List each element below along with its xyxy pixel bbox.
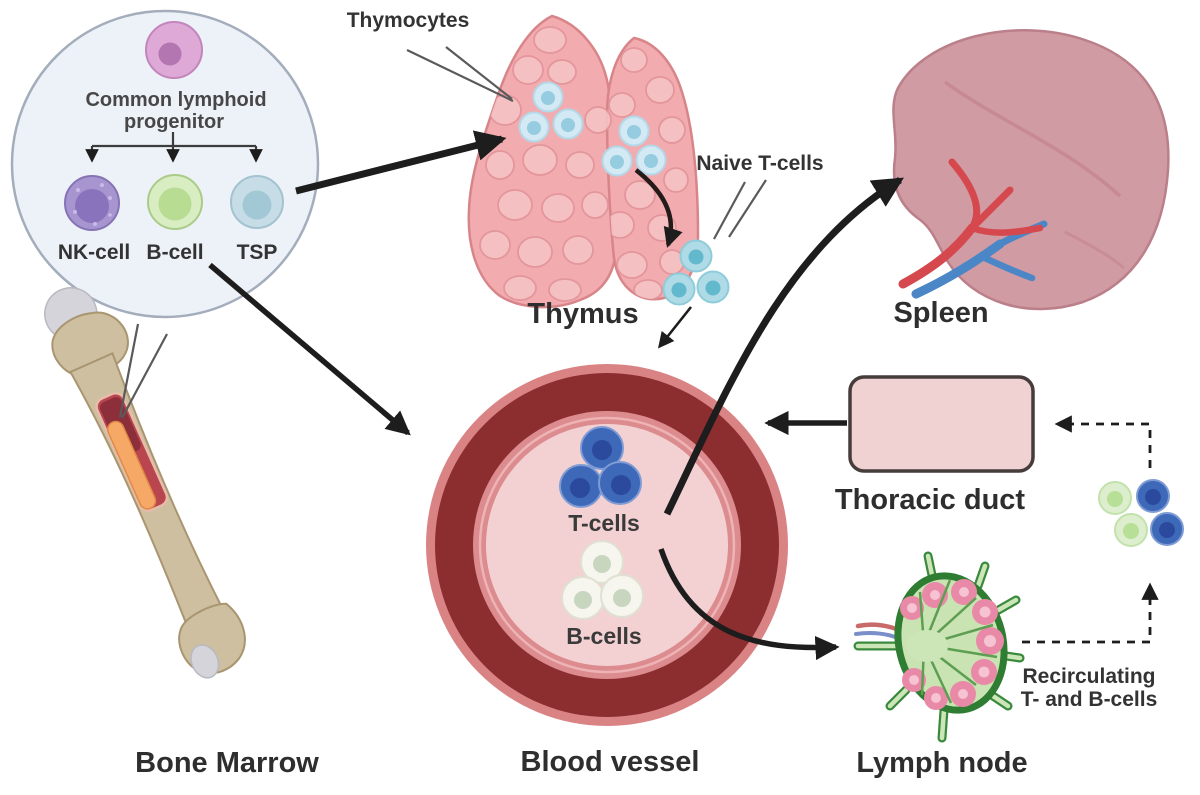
t-cells-group xyxy=(559,426,642,508)
blood-vessel-label: Blood vessel xyxy=(521,746,700,778)
dashed-arrow-cells-to-duct xyxy=(1054,415,1152,468)
bone-illustration xyxy=(44,287,246,679)
thymocytes-pointer-lines xyxy=(406,46,514,102)
femur-condyle xyxy=(190,644,220,679)
arrow-panel-to-blood-vessel xyxy=(208,262,411,436)
nk-cell-label: NK-cell xyxy=(58,241,130,264)
arrow-naive-to-vessel xyxy=(657,306,693,349)
bone-marrow-label: Bone Marrow xyxy=(135,747,319,779)
progenitor-title-line1: Common lymphoid xyxy=(85,89,266,111)
bone-marrow-panel: Common lymphoid progenitor NK-cell xyxy=(10,9,320,319)
arrow-vessel-to-spleen xyxy=(663,177,904,516)
lymph-node-label: Lymph node xyxy=(856,747,1027,779)
bone-marrow-pointer-lines xyxy=(118,323,168,419)
lymph-follicles xyxy=(900,579,1004,710)
spleen-illustration xyxy=(892,29,1170,311)
lymph-node-illustration xyxy=(853,551,1025,743)
thymus-label: Thymus xyxy=(527,298,638,330)
dashed-arrow-lymph-to-cells xyxy=(1022,582,1159,644)
arrow-thymus-egress xyxy=(634,168,683,248)
recirculating-cells xyxy=(1098,479,1184,547)
splenic-vessels xyxy=(898,158,1048,299)
thymocyte-cells xyxy=(518,81,667,177)
t-cells-label: T-cells xyxy=(568,510,640,536)
progenitor-circle xyxy=(10,9,320,319)
b-cells-label: B-cells xyxy=(566,623,641,649)
blood-vessel-illustration: T-cells B-cells xyxy=(426,364,788,726)
spleen-crease xyxy=(943,80,1122,198)
lymph-hilum xyxy=(906,630,948,662)
common-lymphoid-progenitor-cell xyxy=(145,21,203,79)
thoracic-duct: Thoracic duct xyxy=(835,375,1035,516)
thoracic-duct-label: Thoracic duct xyxy=(835,484,1025,516)
thymus-lobules-left xyxy=(479,26,612,302)
thymocytes-label: Thymocytes xyxy=(347,9,470,32)
naive-t-cells-pointer-lines xyxy=(713,179,767,240)
recirculating-label-line2: T- and B-cells xyxy=(1021,688,1158,711)
lymphatic-projections xyxy=(853,551,1025,743)
naive-t-cells-label: Naive T-cells xyxy=(696,152,823,175)
spleen-label: Spleen xyxy=(893,297,988,329)
thymus-illustration xyxy=(467,14,700,309)
thoracic-duct-box xyxy=(848,375,1035,473)
naive-t-cells xyxy=(662,239,730,306)
tsp-cell xyxy=(230,175,284,229)
progenitor-title-line2: progenitor xyxy=(124,111,224,133)
b-cells-group xyxy=(561,540,644,620)
arrow-panel-to-thymus xyxy=(295,130,507,195)
recirculating-label-line1: Recirculating xyxy=(1022,665,1155,688)
bone-marrow-cutaway xyxy=(95,391,169,512)
branch-arrows xyxy=(85,132,263,163)
marrow-core xyxy=(107,420,157,510)
b-cell xyxy=(147,174,203,230)
b-cell-label: B-cell xyxy=(146,241,203,264)
nk-cell xyxy=(64,175,120,231)
arrow-vessel-to-lymph-node xyxy=(658,548,840,661)
tsp-cell-label: TSP xyxy=(237,241,278,264)
